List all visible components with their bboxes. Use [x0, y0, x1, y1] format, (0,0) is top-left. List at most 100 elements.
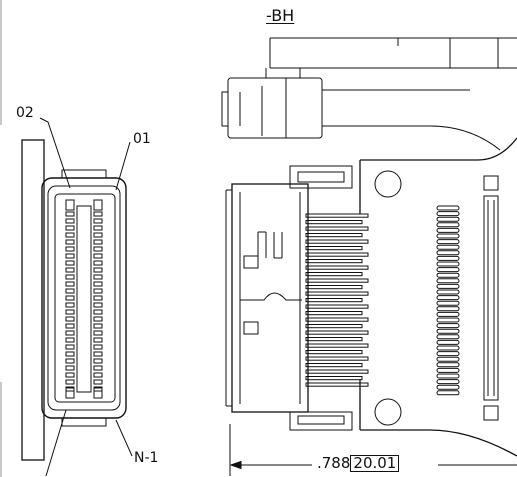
pin-label-n1: N-1 [134, 450, 159, 466]
contact-pin [93, 358, 103, 364]
contact-pin [65, 358, 75, 364]
pcb-pad [436, 272, 460, 278]
contact-pin [65, 281, 75, 287]
side-cable [322, 89, 501, 151]
leader-01 [115, 141, 131, 191]
pcb-pad [436, 227, 460, 233]
contact-pin [93, 288, 103, 294]
contact-finger [305, 298, 363, 303]
pad-array [436, 205, 460, 396]
contact-finger [305, 213, 369, 218]
contact-pin [65, 211, 75, 217]
side-latch [221, 78, 287, 138]
contact-pin [93, 330, 103, 336]
pcb-pad [436, 351, 460, 357]
contact-pin [93, 316, 103, 322]
contact-pin [65, 225, 75, 231]
contact-finger [305, 291, 369, 296]
contact-pin [93, 344, 103, 350]
key-notch-bottom [65, 387, 103, 399]
contact-pin [65, 295, 75, 301]
contact-pin [93, 379, 103, 385]
contact-pin [93, 239, 103, 245]
pcb-pad [436, 317, 460, 323]
contact-finger [305, 330, 369, 335]
mount-hole-top [374, 170, 402, 198]
pcb-pad [436, 306, 460, 312]
contact-finger [305, 343, 369, 348]
dimension-mm: 20.01 [350, 455, 400, 472]
contact-pin [93, 281, 103, 287]
contact-pin [93, 372, 103, 378]
contact-pin [93, 225, 103, 231]
contact-pin [93, 260, 103, 266]
contact-pin [65, 337, 75, 343]
front-view [21, 117, 133, 477]
contact-finger [305, 226, 369, 231]
leader-n [45, 409, 67, 477]
pcb-pad [436, 379, 460, 385]
pcb-pad [436, 233, 460, 239]
pcb-pad [436, 323, 460, 329]
pcb-steps [397, 38, 499, 68]
pcb-pad [436, 334, 460, 340]
bottom-tab [61, 418, 107, 427]
contact-fingers [305, 213, 369, 387]
key-notch-top [65, 199, 103, 211]
contact-finger [305, 239, 369, 244]
contact-finger [305, 363, 363, 368]
contact-finger [305, 252, 369, 257]
latch-top-detail [297, 171, 345, 183]
pcb-pad [436, 367, 460, 373]
contact-finger [305, 337, 363, 342]
dimension-inch: .788 [317, 454, 351, 472]
contact-finger [305, 272, 363, 277]
contact-pin [65, 344, 75, 350]
pcb-edge [269, 37, 517, 69]
contact-pin [93, 274, 103, 280]
contact-pin [65, 372, 75, 378]
pcb-pad [436, 216, 460, 222]
contact-pin [65, 253, 75, 259]
contact-pin [93, 302, 103, 308]
pcb-pad [436, 356, 460, 362]
contact-finger [305, 278, 369, 283]
contact-pin [65, 302, 75, 308]
contact-pin [65, 239, 75, 245]
pin-label-01: 01 [133, 131, 151, 147]
body-flange [225, 189, 232, 407]
pcb-pad [436, 205, 460, 211]
contact-finger [305, 382, 369, 387]
contact-pin [65, 274, 75, 280]
cavity [54, 193, 116, 403]
contact-finger [305, 246, 363, 251]
latch-bottom-detail [297, 415, 345, 425]
contact-pin [65, 288, 75, 294]
pad-top-square [483, 175, 499, 191]
contact-pin [93, 323, 103, 329]
leader-02 [39, 117, 71, 189]
contact-pin [65, 232, 75, 238]
pad-strip-lines [487, 200, 495, 396]
mount-hole-bottom [374, 398, 402, 426]
pin-label-02: 02 [16, 105, 34, 121]
contact-finger [305, 317, 369, 322]
contact-pin [93, 365, 103, 371]
contact-finger [305, 350, 363, 355]
pcb-pad [436, 390, 460, 396]
contact-pin [93, 295, 103, 301]
outer-shell [41, 177, 127, 419]
contact-pin [93, 232, 103, 238]
frame-edge-top [0, 0, 2, 125]
contact-pin [65, 351, 75, 357]
pcb-pad [436, 295, 460, 301]
contact-pin [65, 330, 75, 336]
contact-finger [305, 356, 369, 361]
inner-shell [47, 185, 121, 411]
contact-finger [305, 324, 363, 329]
contact-pin [65, 379, 75, 385]
side-view [221, 37, 517, 151]
dim-arrow-left [229, 460, 242, 470]
contact-finger [305, 304, 369, 309]
